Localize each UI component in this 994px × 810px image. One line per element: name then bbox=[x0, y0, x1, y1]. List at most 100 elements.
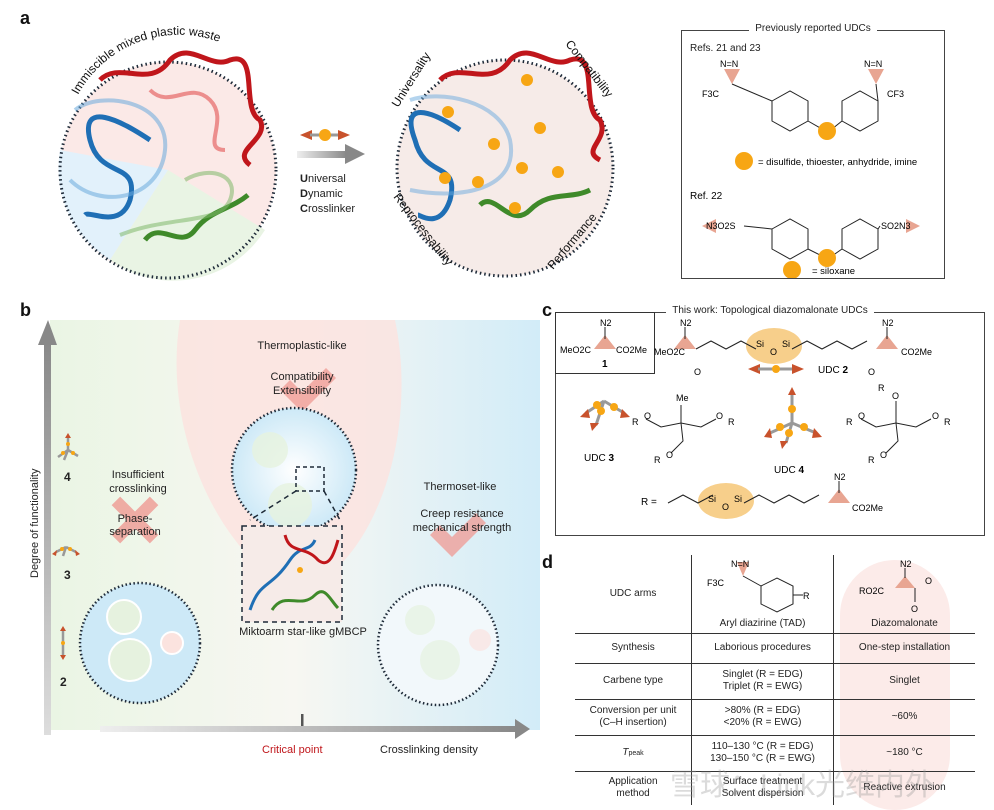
svg-text:N2: N2 bbox=[680, 318, 692, 328]
check-mark-icon-thermoplastic bbox=[280, 368, 336, 412]
svg-text:F3C: F3C bbox=[707, 578, 725, 588]
x-axis bbox=[100, 726, 520, 732]
previously-reported-title: Previously reported UDCs bbox=[749, 23, 877, 34]
phase-separated-circle bbox=[78, 581, 202, 705]
svg-text:Si: Si bbox=[756, 339, 764, 349]
linker-legend-icon bbox=[735, 152, 753, 170]
svg-text:1: 1 bbox=[602, 359, 608, 370]
dynamic-linker-icon bbox=[818, 122, 836, 140]
svg-text:MeO2C: MeO2C bbox=[654, 347, 686, 357]
udc-initial-u: U bbox=[300, 173, 308, 185]
svg-text:MeO2C: MeO2C bbox=[560, 345, 592, 355]
svg-text:O: O bbox=[925, 576, 932, 586]
svg-text:O: O bbox=[868, 367, 875, 377]
svg-text:CF3: CF3 bbox=[887, 89, 904, 99]
udc-acronym: Universal Dynamic Crosslinker bbox=[300, 172, 355, 217]
svg-text:N=N: N=N bbox=[864, 59, 882, 69]
svg-text:N2: N2 bbox=[900, 559, 912, 569]
check-mark-icon-thermoset bbox=[430, 513, 486, 557]
critical-point-tick bbox=[301, 714, 304, 726]
svg-text:Si: Si bbox=[734, 494, 742, 504]
table-row-conversion: Conversion per unit(C–H insertion) >80% … bbox=[575, 698, 975, 735]
miktoarm-caption: Miktoarm star-like gMBCP bbox=[239, 626, 367, 638]
column-header-diazomalonate: Diazomalonate bbox=[871, 617, 938, 629]
svg-text:Si: Si bbox=[782, 339, 790, 349]
udc-initial-d: D bbox=[300, 188, 308, 200]
svg-text:RO2C: RO2C bbox=[859, 586, 885, 596]
svg-text:O: O bbox=[716, 411, 723, 421]
svg-text:R: R bbox=[878, 383, 885, 393]
svg-text:N2: N2 bbox=[882, 318, 894, 328]
ref1-label: Refs. 21 and 23 bbox=[690, 43, 761, 54]
functionality-level-3: 3 bbox=[64, 568, 71, 582]
svg-text:O: O bbox=[644, 411, 651, 421]
panel-b-phase-diagram bbox=[38, 320, 540, 739]
table-row-tpeak: Tpeak 110–130 °C (R = EDG)130–150 °C (R … bbox=[575, 734, 975, 771]
svg-text:O: O bbox=[694, 367, 701, 377]
svg-text:N=N: N=N bbox=[731, 559, 749, 569]
svg-text:CO2Me: CO2Me bbox=[852, 503, 883, 513]
svg-text:F3C: F3C bbox=[702, 89, 720, 99]
functionality-4-icon bbox=[57, 433, 79, 461]
udc-word-universal: niversal bbox=[307, 173, 346, 185]
cross-mark-icon bbox=[111, 496, 159, 544]
udc4-label: UDC 4 bbox=[774, 465, 804, 476]
panel-c-letter: c bbox=[542, 300, 553, 320]
thermoset-circle bbox=[376, 583, 500, 707]
svg-text:R: R bbox=[728, 417, 735, 427]
mixed-plastic-circle bbox=[58, 50, 278, 281]
panel-a-letter: a bbox=[20, 8, 31, 28]
svg-text:O: O bbox=[932, 411, 939, 421]
svg-text:N3O2S: N3O2S bbox=[706, 221, 736, 231]
panel-b-letter: b bbox=[20, 300, 31, 320]
svg-text:SO2N3: SO2N3 bbox=[881, 221, 911, 231]
crosslinked-blend-circle bbox=[395, 50, 615, 278]
panel-c-title: This work: Topological diazomalonate UDC… bbox=[666, 305, 874, 316]
watermark: 雪球：Link光维内外 bbox=[670, 769, 936, 802]
svg-text:Si: Si bbox=[708, 494, 716, 504]
thermoplastic-like-label: Thermoplastic-like bbox=[257, 340, 347, 352]
diazomalonate-structure: N2 RO2C O O bbox=[859, 559, 932, 614]
critical-point-label: Critical point bbox=[262, 744, 323, 756]
svg-text:CO2Me: CO2Me bbox=[901, 347, 932, 357]
panel-a-illustration: Immiscible mixed plastic waste Universal… bbox=[58, 24, 616, 281]
svg-text:N2: N2 bbox=[834, 472, 846, 482]
udc2-linear-icon bbox=[748, 364, 804, 374]
svg-text:R: R bbox=[944, 417, 951, 427]
svg-text:R: R bbox=[868, 455, 875, 465]
y-axis-label: Degree of functionality bbox=[29, 468, 41, 578]
table-row-synthesis: Synthesis Laborious procedures One-step … bbox=[575, 632, 975, 663]
previously-reported-udcs-box: Previously reported UDCs Refs. 21 and 23… bbox=[681, 23, 945, 279]
svg-text:O: O bbox=[911, 604, 918, 614]
table-row-udc-arms: UDC arms N=N F3C R Aryl diazirine (TAD) … bbox=[575, 555, 975, 633]
blue-polymer-chain bbox=[83, 114, 152, 220]
svg-text:Ref. 22: Ref. 22 bbox=[690, 191, 723, 202]
udc-arrow bbox=[297, 129, 365, 164]
table-row-carbene-type: Carbene type Singlet (R = EDG)Triplet (R… bbox=[575, 662, 975, 699]
udc2-label: UDC 2 bbox=[818, 365, 848, 376]
svg-text:CO2Me: CO2Me bbox=[616, 345, 647, 355]
functionality-level-2: 2 bbox=[60, 675, 67, 689]
functionality-2-icon bbox=[60, 626, 66, 660]
functionality-3-icon bbox=[52, 545, 80, 557]
udc-word-dynamic: ynamic bbox=[307, 188, 343, 200]
svg-text:O: O bbox=[892, 391, 899, 401]
svg-text:O: O bbox=[770, 347, 777, 357]
svg-text:O: O bbox=[666, 450, 673, 460]
udc3-tripodal-icon bbox=[580, 399, 630, 431]
svg-text:O: O bbox=[858, 411, 865, 421]
crosslinker-nodes bbox=[439, 74, 564, 214]
topological-udcs-box: This work: Topological diazomalonate UDC… bbox=[555, 305, 985, 536]
svg-text:R: R bbox=[654, 455, 661, 465]
udc-word-crosslinker: rosslinker bbox=[307, 203, 356, 215]
svg-text:O: O bbox=[880, 450, 887, 460]
thermoset-like-label: Thermoset-like bbox=[423, 481, 497, 493]
svg-text:N=N: N=N bbox=[720, 59, 738, 69]
udc-initial-c: C bbox=[300, 203, 308, 215]
udc3-label: UDC 3 bbox=[584, 453, 614, 464]
prev-structures: N=N N=N F3C CF3 = disulfide, thioester, … bbox=[690, 59, 920, 278]
